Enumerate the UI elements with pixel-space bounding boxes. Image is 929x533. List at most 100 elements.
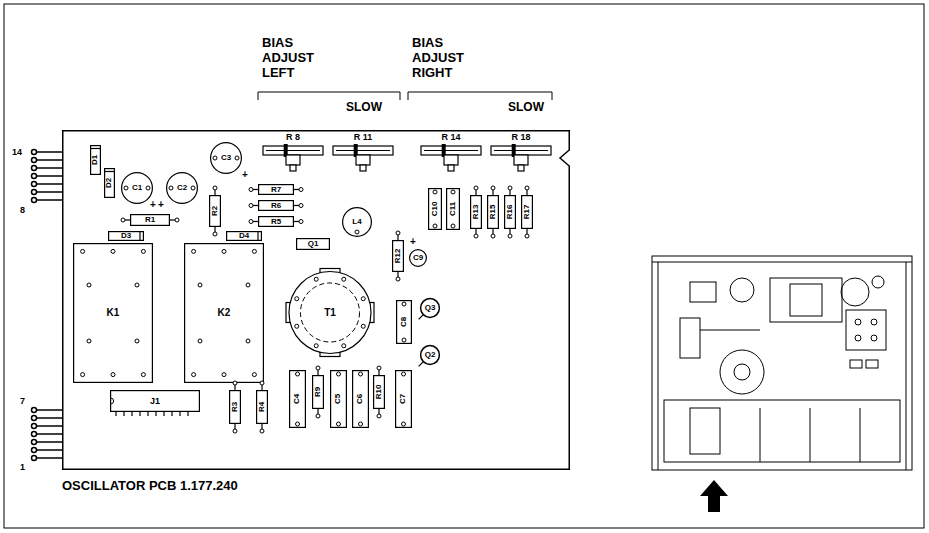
component-label: K2 bbox=[218, 308, 231, 318]
outline bbox=[74, 244, 153, 383]
pot-screw bbox=[448, 165, 454, 171]
lead-line bbox=[475, 190, 476, 195]
outline bbox=[91, 146, 101, 175]
component-label: R2 bbox=[211, 206, 219, 216]
transformer-outline bbox=[289, 272, 371, 354]
bracket bbox=[408, 92, 552, 100]
connector-pin bbox=[139, 412, 140, 416]
solder-pad bbox=[141, 373, 145, 377]
diode-symbol: D2 bbox=[104, 168, 115, 198]
lead-line bbox=[378, 370, 379, 375]
solder-pad bbox=[296, 422, 300, 426]
component-label: L4 bbox=[352, 218, 361, 226]
outline bbox=[211, 143, 242, 174]
capacitor-symbol: C7 bbox=[395, 370, 412, 428]
solder-pad bbox=[377, 366, 381, 370]
pin-number: 1 bbox=[20, 462, 25, 472]
outline bbox=[111, 391, 200, 412]
outline bbox=[109, 232, 144, 241]
solder-pad bbox=[121, 218, 125, 222]
solder-pad bbox=[198, 283, 202, 287]
outline bbox=[297, 239, 330, 250]
electrolytic-capacitor: C2 bbox=[166, 172, 198, 204]
transformer-symbol: T1 bbox=[285, 265, 375, 360]
component-label: C6 bbox=[356, 394, 364, 404]
component-label: R3 bbox=[231, 402, 239, 412]
board-outline bbox=[63, 131, 570, 470]
lead-line bbox=[492, 229, 493, 234]
electrolytic-capacitor: C1 bbox=[121, 172, 153, 204]
outline bbox=[290, 371, 306, 428]
solder-pad bbox=[191, 186, 195, 190]
lead-line bbox=[317, 409, 318, 414]
pot-line bbox=[494, 150, 548, 151]
solder-pad bbox=[299, 188, 303, 192]
component-label: R16 bbox=[506, 205, 514, 220]
component-label: R 8 bbox=[286, 133, 300, 142]
solder-pad bbox=[525, 186, 529, 190]
transistor-can bbox=[421, 346, 440, 365]
resistor-symbol: R13 bbox=[470, 195, 482, 229]
polarity-mark: + bbox=[158, 200, 164, 209]
solder-pad bbox=[233, 429, 237, 433]
frame bbox=[4, 4, 924, 528]
outline bbox=[374, 376, 385, 409]
lead-line bbox=[475, 229, 476, 234]
solder-pad bbox=[396, 231, 400, 235]
transformer-core bbox=[300, 283, 359, 342]
adjust-heading: BIAS ADJUST RIGHT bbox=[412, 36, 476, 81]
solder-pad bbox=[525, 234, 529, 238]
solder-pad bbox=[402, 372, 406, 376]
solder-pad bbox=[433, 224, 437, 228]
capacitor-symbol: C11 bbox=[446, 188, 460, 230]
connector-pin bbox=[147, 412, 148, 416]
solder-pad bbox=[260, 429, 264, 433]
lead-line bbox=[214, 227, 215, 232]
outline bbox=[429, 189, 442, 230]
solder-pad bbox=[402, 338, 406, 342]
resistor-symbol: R4 bbox=[256, 390, 268, 424]
outline bbox=[331, 371, 347, 428]
outline bbox=[257, 391, 268, 424]
component-label: Q1 bbox=[308, 240, 319, 248]
solder-pad bbox=[111, 373, 115, 377]
lead-line bbox=[294, 221, 299, 222]
outline bbox=[505, 196, 516, 229]
component-label: R12 bbox=[394, 249, 402, 264]
component-label: C10 bbox=[431, 202, 439, 217]
location-inset bbox=[652, 256, 912, 470]
potentiometer-symbol: R 11 bbox=[332, 132, 394, 174]
location-arrow bbox=[700, 480, 728, 512]
solder-pad bbox=[213, 186, 217, 190]
resistor-symbol: R17 bbox=[521, 195, 533, 229]
connector-pin bbox=[179, 412, 180, 416]
relay-symbol: K1 bbox=[73, 243, 153, 383]
pot-track bbox=[491, 146, 551, 155]
solder-pad bbox=[299, 220, 303, 224]
solder-pad bbox=[213, 156, 217, 160]
solder-pad bbox=[111, 249, 115, 253]
solder-pad bbox=[491, 186, 495, 190]
solder-pad bbox=[213, 232, 217, 236]
component-label: R10 bbox=[375, 385, 383, 400]
outline bbox=[393, 241, 404, 272]
outline bbox=[522, 196, 533, 229]
resistor-symbol: R3 bbox=[229, 390, 241, 424]
solder-pad bbox=[314, 344, 318, 348]
solder-pad bbox=[146, 186, 150, 190]
pot-body bbox=[514, 155, 528, 165]
lead-line bbox=[294, 189, 299, 190]
pot-screw bbox=[518, 165, 524, 171]
pot-line bbox=[424, 150, 478, 151]
solder-pad bbox=[361, 297, 365, 301]
pot-track bbox=[333, 146, 393, 155]
resistor-symbol: R1 bbox=[130, 214, 170, 226]
outline bbox=[105, 169, 115, 198]
lead-line bbox=[397, 235, 398, 240]
lead-line bbox=[526, 229, 527, 234]
outline bbox=[396, 371, 412, 428]
component-label: C11 bbox=[449, 202, 457, 216]
component-label: C9 bbox=[413, 254, 423, 262]
resistor-symbol: R5 bbox=[258, 216, 294, 227]
solder-pad bbox=[246, 283, 250, 287]
